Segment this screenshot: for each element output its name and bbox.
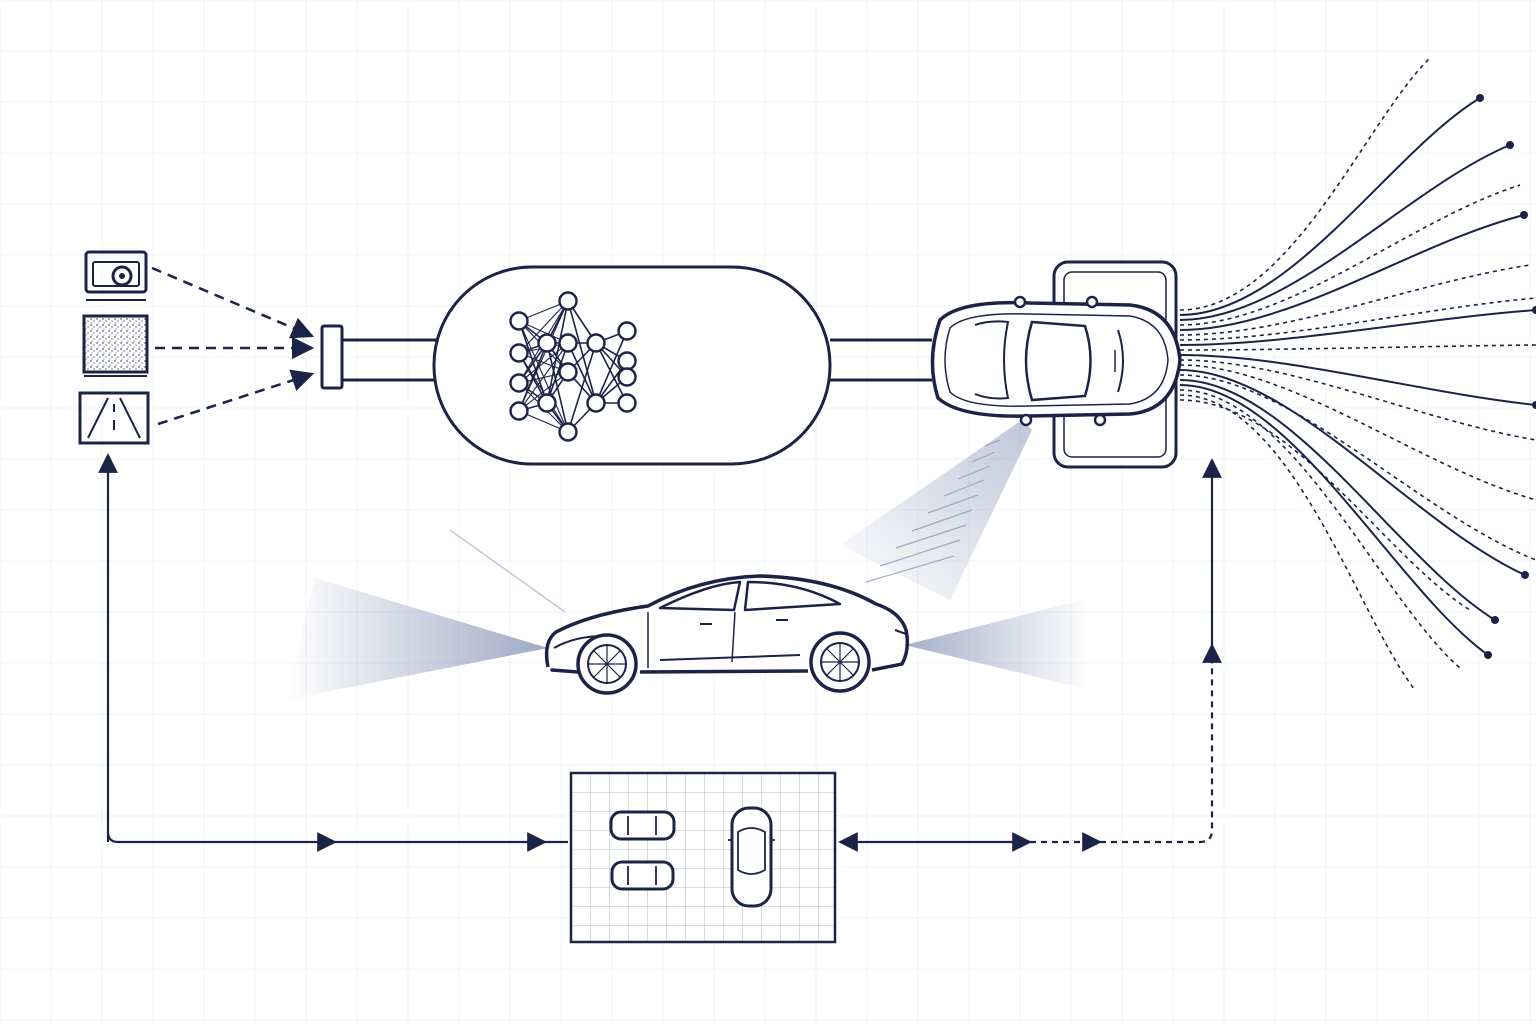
- parking-map-icon: [569, 771, 837, 944]
- trajectory-solid: [1179, 309, 1536, 346]
- top-view-car-icon: [930, 260, 1182, 469]
- sensor-beams: [285, 420, 1090, 700]
- trajectory-solid: [1179, 97, 1481, 316]
- feedback-loop: [98, 453, 1222, 852]
- nn-edge: [567, 342, 597, 404]
- trajectory-endpoint: [1521, 571, 1529, 579]
- trajectory-dashed: [1179, 297, 1536, 341]
- nn-node: [617, 351, 637, 371]
- nn-node: [509, 401, 529, 421]
- trajectory-solid: [1179, 369, 1526, 576]
- nn-node: [617, 367, 637, 387]
- nn-node: [509, 343, 529, 363]
- trajectory-fan: [1179, 57, 1536, 691]
- lidar-noise-icon: [82, 314, 149, 377]
- nn-edge: [595, 330, 628, 404]
- nn-edge: [567, 342, 597, 433]
- trajectory-endpoint: [1491, 616, 1499, 624]
- trajectory-dashed: [1179, 394, 1416, 691]
- nn-node: [586, 393, 606, 413]
- trajectory-endpoint: [1506, 141, 1514, 149]
- trajectory-dashed: [1179, 364, 1536, 501]
- nn-node: [558, 422, 578, 442]
- camera-icon: [84, 250, 148, 301]
- trajectory-endpoint: [1520, 211, 1528, 219]
- trajectory-dashed: [1179, 399, 1471, 611]
- neural-network-module: [320, 265, 932, 466]
- nn-node: [586, 333, 606, 353]
- nn-edge: [518, 342, 569, 412]
- side-view-car-icon: [544, 574, 910, 695]
- nn-edge: [518, 371, 569, 412]
- nn-node: [558, 362, 578, 382]
- nn-edge: [595, 342, 628, 404]
- trajectory-dashed: [1179, 359, 1536, 441]
- trajectory-solid: [1179, 379, 1496, 621]
- nn-edge: [518, 300, 569, 354]
- trajectory-solid: [1179, 144, 1511, 321]
- trajectory-dashed: [1179, 344, 1536, 351]
- trajectory-endpoint: [1484, 651, 1492, 659]
- trajectory-solid: [1179, 384, 1489, 656]
- nn-node: [558, 291, 578, 311]
- trajectory-endpoint: [1476, 94, 1484, 102]
- nn-node: [537, 393, 557, 413]
- nn-edge: [518, 300, 569, 412]
- nn-edge: [567, 300, 597, 404]
- trajectory-dashed: [1179, 184, 1521, 326]
- road-lane-icon: [78, 391, 150, 445]
- input-arrows: [151, 266, 315, 426]
- nn-edge: [518, 352, 569, 433]
- nn-node: [617, 321, 637, 341]
- trajectory-dashed: [1179, 57, 1431, 311]
- trajectory-dashed: [1179, 389, 1461, 669]
- sensor-inputs: [78, 250, 150, 445]
- nn-node: [509, 311, 529, 331]
- trajectory-endpoint: [1532, 306, 1536, 314]
- trajectory-dashed: [1179, 374, 1536, 561]
- nn-node: [509, 373, 529, 393]
- nn-node: [617, 393, 637, 413]
- trajectory-solid: [1179, 354, 1536, 406]
- nn-node: [558, 333, 578, 353]
- trajectory-endpoint: [1532, 401, 1536, 409]
- trajectory-solid: [1179, 214, 1525, 331]
- nn-edge: [518, 342, 569, 384]
- nn-node: [537, 333, 557, 353]
- neural-network-icon: [509, 291, 637, 442]
